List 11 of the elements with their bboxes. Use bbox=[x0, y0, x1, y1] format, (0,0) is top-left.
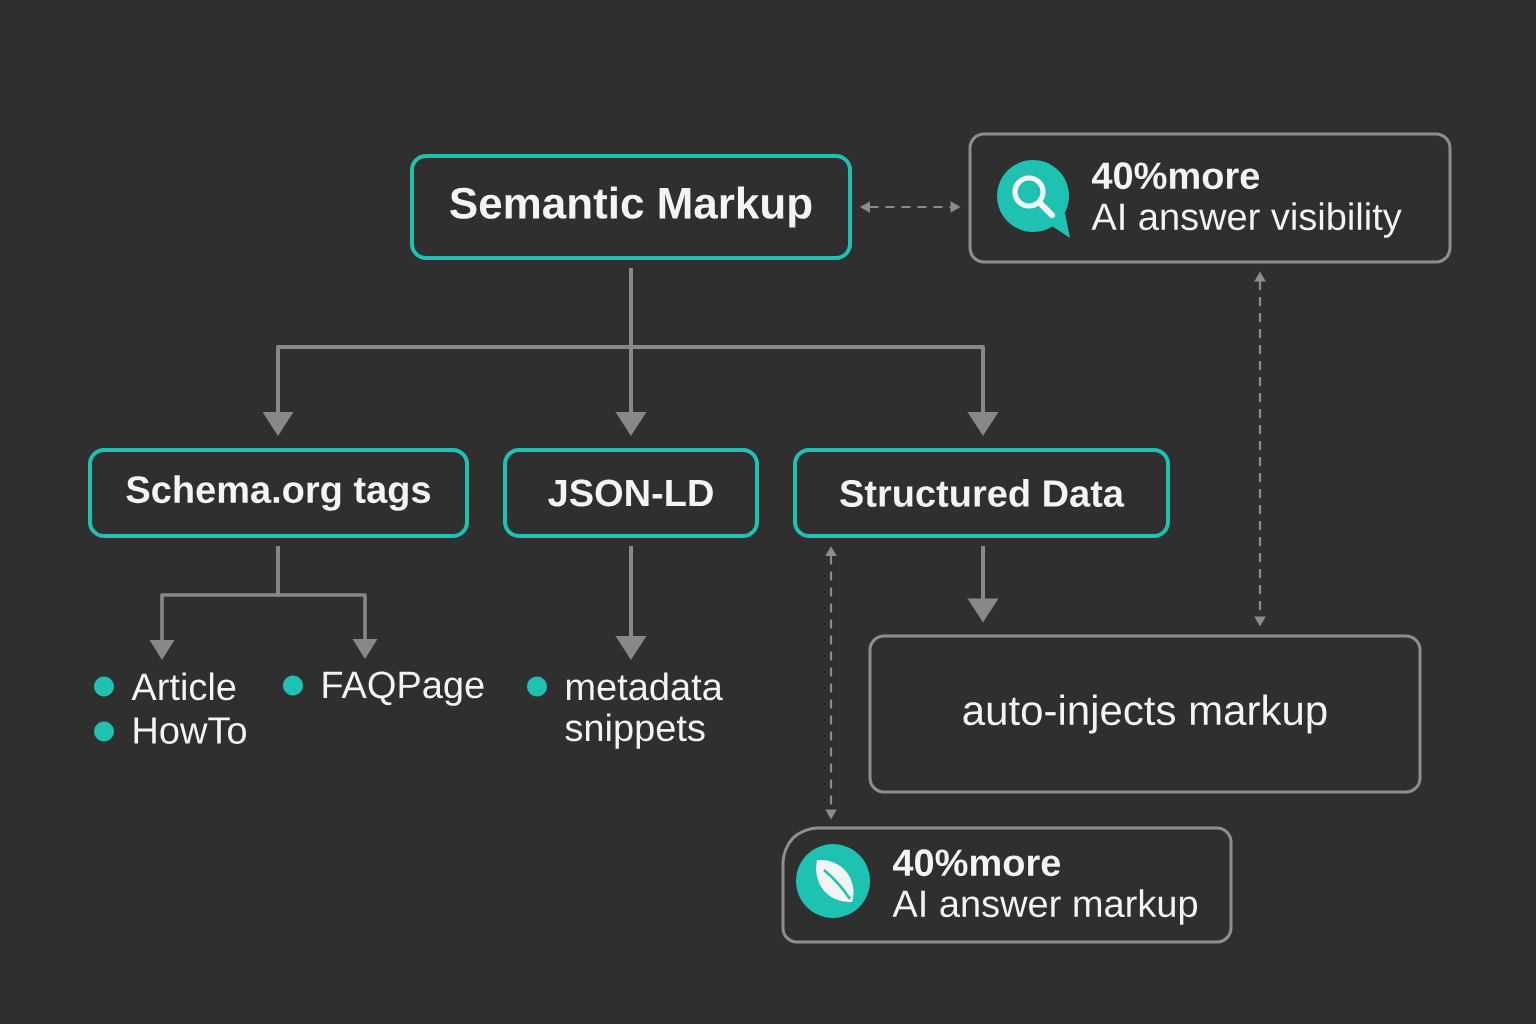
topic-box: Semantic Markup bbox=[410, 154, 852, 260]
topic-box: Schema.org tags bbox=[88, 448, 469, 538]
topic-box: JSON-LD bbox=[503, 448, 759, 538]
list-item: Article bbox=[131, 672, 236, 701]
stat-box: 40%more AI answer markup bbox=[781, 826, 1233, 944]
topic-box: Structured Data bbox=[793, 448, 1170, 538]
list-item: HowTo bbox=[134, 717, 246, 744]
list-item: FAQPage bbox=[323, 671, 484, 706]
list-item: metadata snippets bbox=[565, 672, 723, 749]
stat-box: 40%more AI answer visibility bbox=[968, 132, 1452, 264]
info-box: auto-injects markup bbox=[868, 634, 1422, 794]
